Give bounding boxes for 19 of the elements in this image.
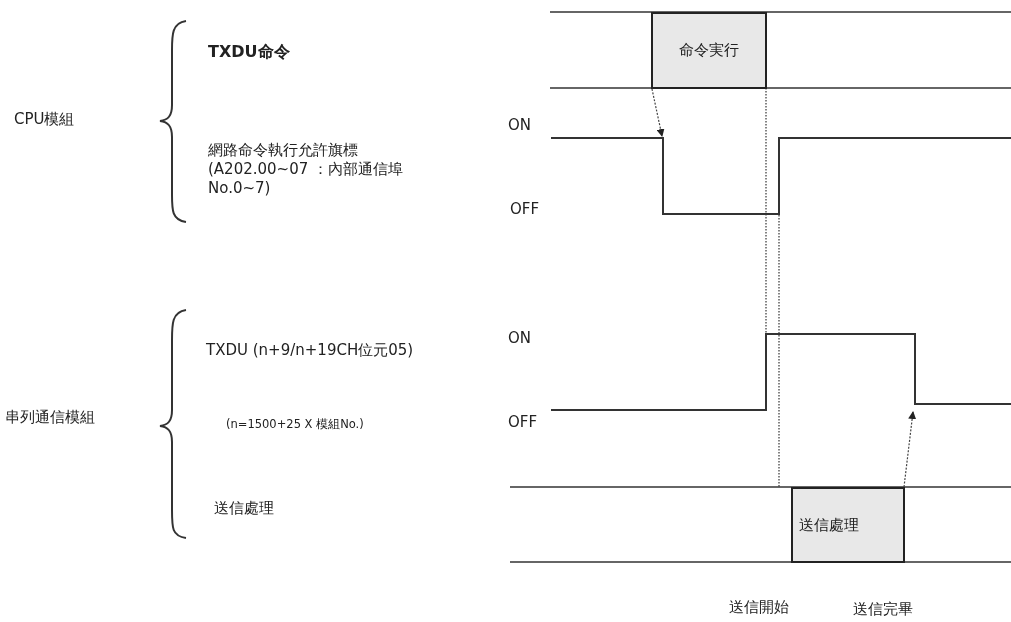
note-text: (n=1500+25 X 模組No.) — [226, 417, 364, 432]
group-label: 串列通信模組 — [5, 408, 95, 427]
timing-waveform — [550, 137, 1011, 215]
state-label: OFF — [508, 413, 538, 432]
group-label: CPU模組 — [14, 110, 75, 129]
process-box: 命令実行 — [651, 12, 767, 89]
timing-label: 送信開始 — [729, 598, 789, 617]
process-box: 送信處理 — [791, 487, 905, 563]
state-label: OFF — [510, 200, 540, 219]
state-label: ON — [508, 329, 532, 348]
timing-waveform — [550, 333, 1011, 411]
signal-label: 送信處理 — [214, 499, 274, 518]
dotted-arrow — [651, 88, 665, 137]
timing-label: 送信完畢 — [853, 600, 913, 619]
dotted-arrow — [903, 411, 917, 488]
signal-label: 網路命令執行允許旗標 (A202.00~07 ：內部通信埠 No.0~7) — [208, 141, 405, 198]
instruction-label: TXDU命令 — [208, 42, 290, 62]
signal-label: TXDU (n+9/n+19CH位元05) — [206, 341, 415, 360]
state-label: ON — [508, 116, 532, 135]
